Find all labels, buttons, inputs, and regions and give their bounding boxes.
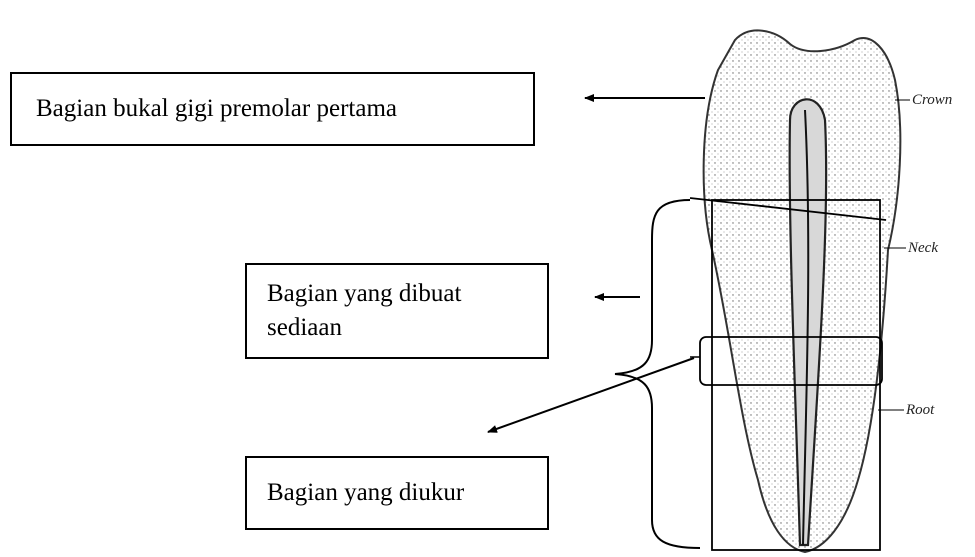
tooth-label-neck: Neck (908, 240, 938, 257)
label-bukal-text: Bagian bukal gigi premolar pertama (36, 95, 397, 122)
label-box-bukal: Bagian bukal gigi premolar pertama (10, 72, 535, 146)
tooth-label-crown: Crown (912, 92, 952, 109)
label-dibuat-line2: sediaan (267, 311, 547, 345)
label-box-diukur: Bagian yang diukur (245, 456, 549, 530)
tooth-label-root: Root (906, 402, 934, 419)
large-brace (615, 200, 700, 548)
label-dibuat-line1: Bagian yang dibuat (267, 277, 547, 311)
label-diukur-text: Bagian yang diukur (267, 479, 464, 506)
label-box-dibuat: Bagian yang dibuat sediaan (245, 263, 549, 359)
arrow-diukur (488, 358, 694, 432)
